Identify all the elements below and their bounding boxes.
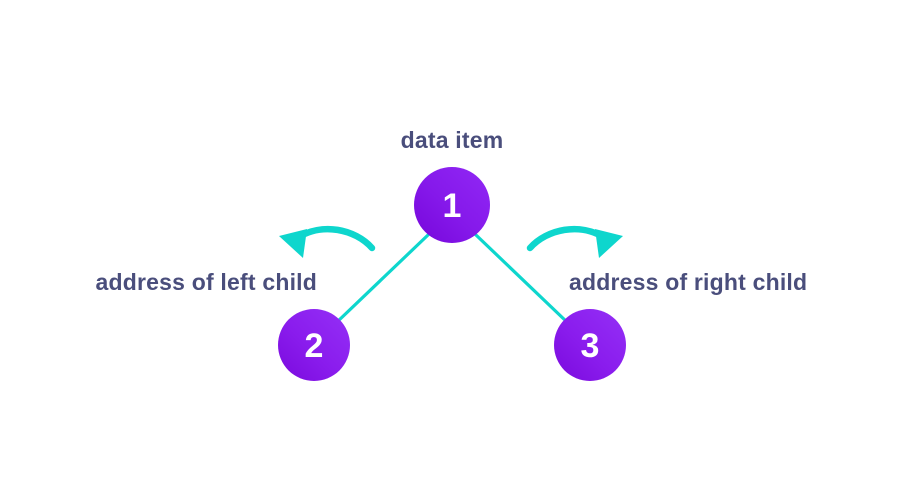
- address-of-right-child-label: address of right child: [569, 269, 807, 295]
- left-arrow-arc: [293, 225, 376, 252]
- address-of-left-child-label: address of left child: [96, 269, 317, 295]
- node-root-circle[interactable]: [414, 167, 490, 243]
- right-arrow-arc: [526, 225, 609, 252]
- edge-root-to-left-child: [334, 233, 430, 325]
- node-root[interactable]: 1: [414, 167, 490, 243]
- right-pointer-arrow: [526, 225, 623, 258]
- node-root-value: 1: [443, 187, 462, 225]
- left-pointer-arrow: [279, 225, 376, 258]
- edge-group: [334, 233, 570, 325]
- edge-root-to-right-child: [474, 233, 570, 325]
- data-item-label: data item: [401, 127, 504, 153]
- node-right-child-circle[interactable]: [554, 309, 626, 381]
- left-arrow-head: [279, 229, 307, 258]
- node-left-child-value: 2: [305, 327, 324, 365]
- node-left-child-circle[interactable]: [278, 309, 350, 381]
- node-right-child-value: 3: [581, 327, 600, 365]
- right-arrow-head: [595, 229, 623, 258]
- node-right-child[interactable]: 3: [554, 309, 626, 381]
- node-left-child[interactable]: 2: [278, 309, 350, 381]
